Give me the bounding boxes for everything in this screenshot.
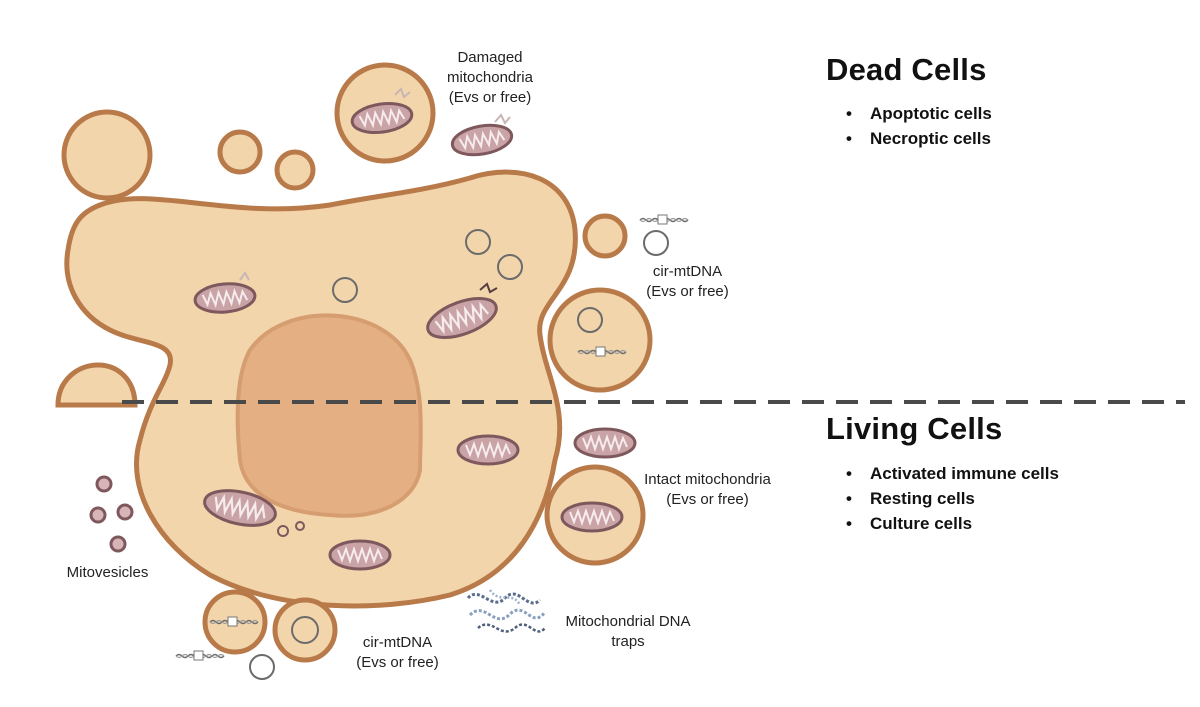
mtdna-fragment — [639, 214, 689, 225]
label-line: Damaged — [457, 49, 523, 66]
intact-mitochondrion — [456, 434, 520, 466]
dead-cells-list: Apoptotic cells Necroptic cells — [844, 101, 992, 151]
label-mtdna-traps: Mitochondrial DNA traps — [548, 612, 708, 652]
intact-mitochondrion — [573, 427, 637, 459]
label-line: mitochondria — [447, 69, 533, 86]
list-item: Resting cells — [844, 486, 1059, 511]
label-line: cir-mtDNA — [362, 634, 433, 651]
list-item: Necroptic cells — [844, 126, 992, 151]
intact-mitochondrion — [560, 501, 624, 533]
label-intact-mitochondria: Intact mitochondria (Evs or free) — [625, 470, 790, 510]
ev-small — [274, 149, 316, 191]
cir-mtdna-ring — [249, 654, 275, 680]
list-item: Culture cells — [844, 511, 1059, 536]
damaged-mitochondrion — [448, 119, 516, 161]
cir-mtdna-ring — [291, 616, 319, 644]
label-line: (Evs or free) — [646, 283, 729, 300]
dead-cells-heading: Dead Cells — [826, 52, 987, 87]
label-damaged-mitochondria: Damaged mitochondria (Evs or free) — [430, 48, 550, 108]
damage-mark — [479, 282, 498, 294]
label-line: (Evs or free) — [356, 654, 439, 671]
label-line: cir-mtDNA — [652, 263, 723, 280]
ev-cir-mtdna — [547, 287, 653, 393]
mitovesicle — [95, 475, 113, 493]
ev-small — [582, 213, 628, 259]
ev-small — [61, 109, 153, 201]
label-cir-mtdna-top: cir-mtDNA (Evs or free) — [630, 262, 745, 302]
label-line: Mitochondrial DNA — [565, 613, 691, 630]
cir-mtdna-ring — [497, 254, 523, 280]
ev-small — [217, 129, 263, 175]
mitovesicle — [89, 506, 107, 524]
intact-mitochondrion — [328, 539, 392, 571]
ev-cir-mtdna — [272, 597, 338, 663]
cir-mtdna-ring — [295, 521, 305, 531]
damage-mark — [239, 271, 250, 281]
damage-mark — [394, 87, 411, 99]
list-item: Activated immune cells — [844, 461, 1059, 486]
mitovesicle — [109, 535, 127, 553]
cir-mtdna-ring — [577, 307, 603, 333]
cir-mtdna-ring — [277, 525, 289, 537]
mtdna-fragment — [175, 650, 225, 661]
living-cells-list: Activated immune cells Resting cells Cul… — [844, 461, 1059, 536]
label-line: (Evs or free) — [448, 89, 532, 106]
damage-mark — [494, 113, 511, 125]
mitovesicle — [116, 503, 134, 521]
label-line: (Evs or free) — [666, 491, 749, 508]
list-item: Apoptotic cells — [844, 101, 992, 126]
cir-mtdna-ring — [643, 230, 669, 256]
label-line: Intact mitochondria — [644, 471, 771, 488]
ev-partial — [55, 362, 138, 408]
mtdna-traps — [466, 589, 547, 633]
label-line: traps — [611, 633, 645, 650]
cir-mtdna-ring — [465, 229, 491, 255]
cir-mtdna-ring — [332, 277, 358, 303]
nucleus — [235, 313, 423, 518]
label-mitovesicles: Mitovesicles — [66, 564, 149, 581]
living-cells-heading: Living Cells — [826, 411, 1003, 446]
label-cir-mtdna-bottom: cir-mtDNA (Evs or free) — [340, 633, 455, 673]
